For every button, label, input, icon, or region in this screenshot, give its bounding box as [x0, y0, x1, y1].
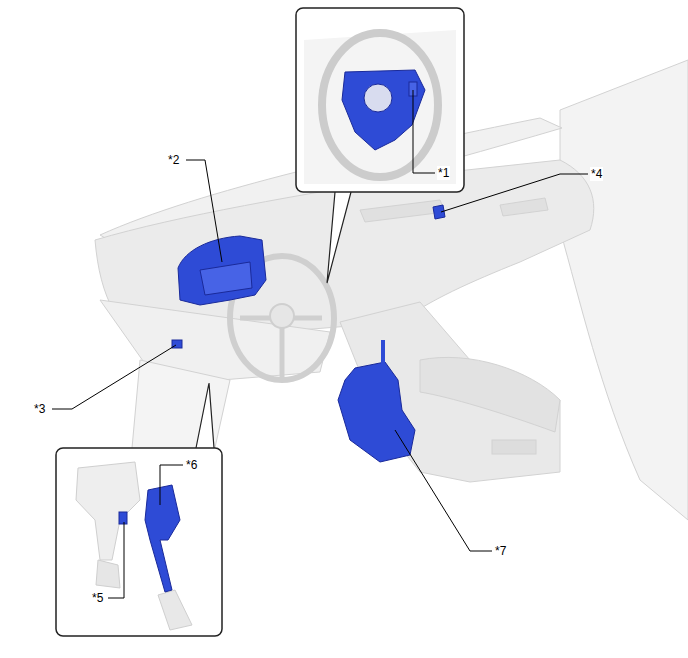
callout-number: *3 — [33, 402, 46, 416]
pedal-inset — [56, 448, 222, 636]
callout-number: *2 — [167, 153, 180, 167]
highlighted-parts — [172, 205, 445, 462]
steering-inset — [296, 8, 464, 192]
leader-lines — [52, 90, 588, 598]
callout-number: *7 — [494, 544, 507, 558]
callout-number: *5 — [91, 591, 104, 605]
callout-number: *1 — [437, 166, 450, 180]
inset-pointers — [196, 192, 351, 448]
callout-number: *4 — [590, 167, 603, 181]
callout-number: *6 — [185, 458, 198, 472]
